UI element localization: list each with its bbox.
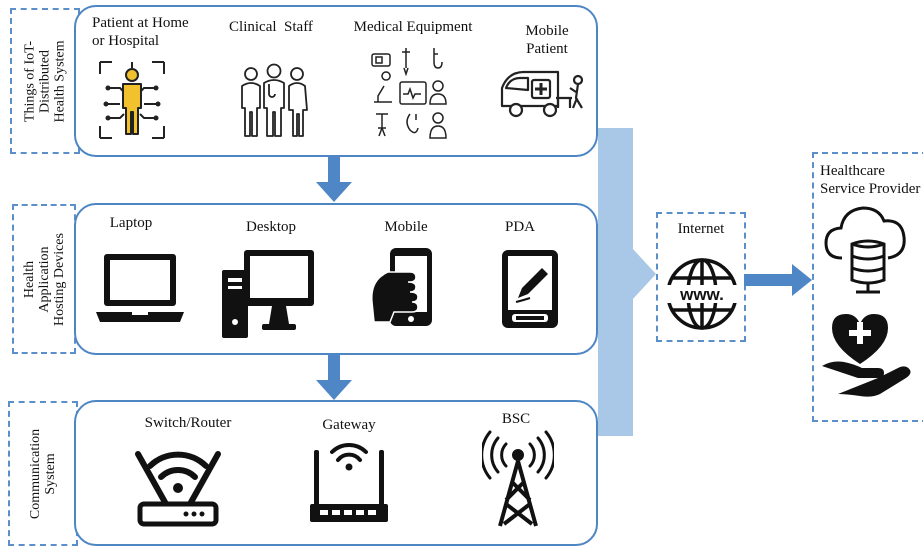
laptop-icon (96, 254, 184, 322)
desktop-icon (222, 250, 314, 338)
medical-equipment-label: Medical Equipment (353, 19, 473, 35)
gateway-label: Gateway (322, 417, 376, 433)
pda-label: PDA (504, 219, 535, 235)
laptop-label: Laptop (109, 215, 153, 231)
patient-label: Patient at Home or Hospital (92, 15, 189, 49)
mobile-patient-label: Mobile Patient (525, 23, 569, 57)
down-arrow-things-to-hosting (316, 156, 352, 202)
communication-layer-label-text: Communication System (28, 428, 58, 519)
right-arrow-to-provider (744, 264, 812, 296)
hosting-layer-label: Health Application Hosting Devices (12, 204, 76, 354)
mobile-label: Mobile (384, 219, 428, 235)
gateway-icon (310, 442, 388, 522)
clinical-staff-label: Clinical Staff (229, 19, 313, 35)
communication-layer-label: Communication System (8, 401, 78, 546)
hosting-layer-label-text: Health Application Hosting Devices (21, 232, 67, 326)
cell-tower-icon (482, 430, 554, 527)
things-layer-label: Things of IoT- Distributed Health System (10, 8, 80, 154)
mobile-phone-icon (371, 248, 432, 326)
globe-icon: www. (664, 258, 740, 330)
ambulance-icon (500, 70, 584, 118)
things-layer-label-text: Things of IoT- Distributed Health System (22, 39, 68, 123)
right-arrow-to-internet (632, 248, 656, 300)
clinical-staff-icon (241, 63, 308, 137)
router-icon (135, 451, 221, 527)
provider-label: Healthcare Service Provider (820, 163, 921, 197)
connector-vertical-bar (598, 128, 633, 436)
internet-label: Internet (677, 221, 725, 237)
heart-hand-icon (822, 314, 911, 397)
provider-box (812, 152, 923, 422)
globe-www-text: www. (679, 285, 724, 304)
down-arrow-hosting-to-communication (316, 354, 352, 400)
cloud-database-icon (824, 206, 906, 294)
patient-icon (99, 61, 165, 139)
bsc-label: BSC (501, 411, 531, 427)
pda-icon (502, 250, 558, 328)
router-label: Switch/Router (144, 415, 232, 431)
desktop-label: Desktop (246, 219, 296, 235)
medical-equipment-icon (371, 48, 447, 139)
